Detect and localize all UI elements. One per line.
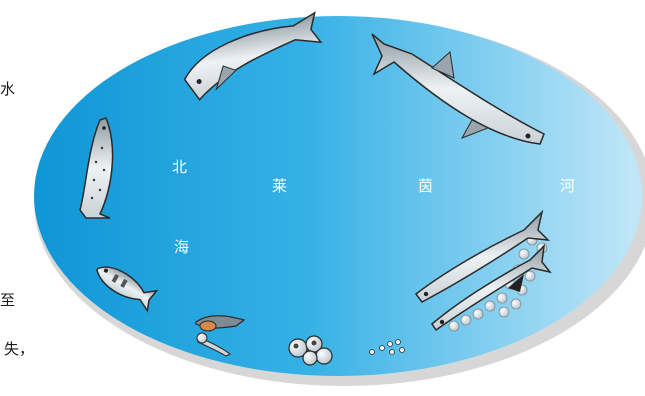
label-rhine-1: 莱 [272, 177, 287, 195]
label-rhine-3: 河 [560, 177, 575, 195]
label-north-sea-2: 海 [174, 238, 189, 256]
sea-river-ellipse [34, 16, 642, 376]
label-rhine-2: 茵 [418, 177, 433, 195]
label-north-sea-1: 北 [172, 158, 187, 176]
